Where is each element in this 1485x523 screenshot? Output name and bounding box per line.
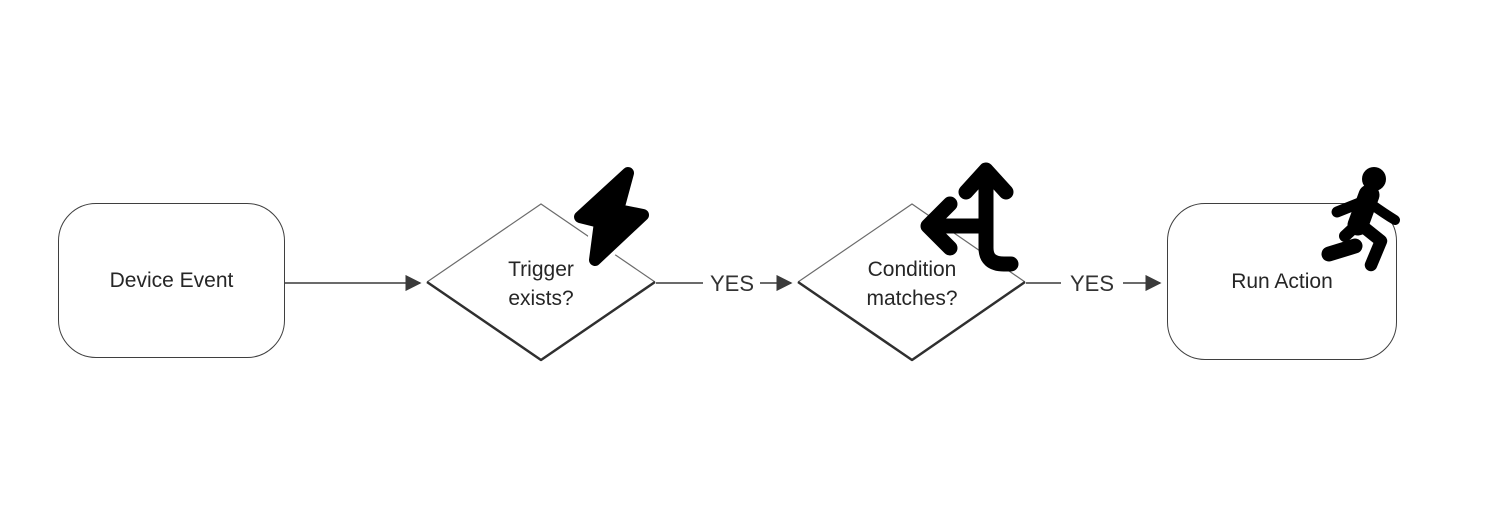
directions-split-icon bbox=[920, 162, 1019, 272]
runner-icon bbox=[1321, 167, 1400, 272]
node-device-event: Device Event bbox=[58, 203, 285, 358]
node-condition-matches-label: Condition matches? bbox=[866, 258, 958, 310]
node-device-event-label: Device Event bbox=[109, 269, 234, 292]
lightning-icon bbox=[570, 163, 653, 270]
node-trigger-exists-label: Trigger exists? bbox=[508, 258, 574, 310]
node-run-action-label: Run Action bbox=[1231, 270, 1333, 293]
edge-label-yes-1: YES bbox=[709, 271, 755, 296]
edge-label-yes-2: YES bbox=[1069, 271, 1115, 296]
